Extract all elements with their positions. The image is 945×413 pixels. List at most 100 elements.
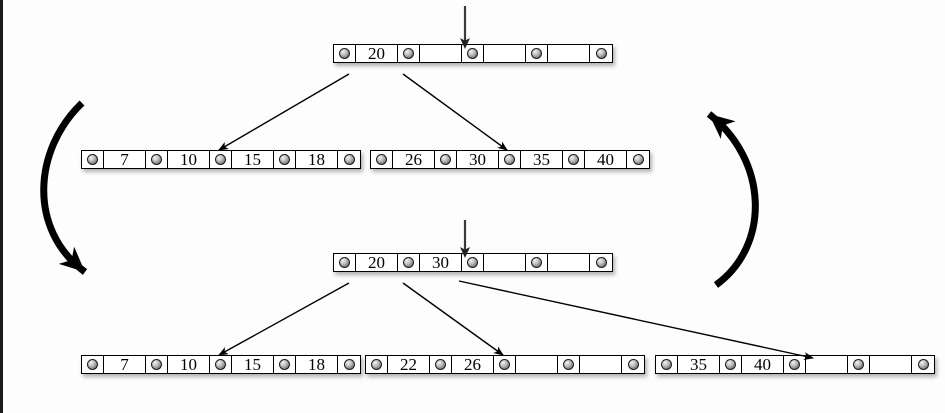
leaf-al-pointer-4[interactable] xyxy=(338,356,360,373)
leaf-al-pointer-3[interactable] xyxy=(274,356,296,373)
leaf-node-after-left[interactable]: 7 10 15 18 xyxy=(81,355,361,374)
root-after-pointer-2-dot-icon xyxy=(467,257,478,268)
leaf-al-key-1[interactable]: 10 xyxy=(168,356,210,373)
leaf-ar-pointer-2[interactable] xyxy=(784,356,806,373)
leaf-bl-key-2[interactable]: 15 xyxy=(232,151,274,168)
root-after-key-0[interactable]: 20 xyxy=(356,254,398,271)
leaf-br-pointer-2[interactable] xyxy=(499,151,521,168)
leaf-bl-pointer-1[interactable] xyxy=(146,151,168,168)
root-before-pointer-0[interactable] xyxy=(334,45,356,62)
leaf-node-before-right[interactable]: 26 30 35 40 xyxy=(370,150,650,169)
leaf-node-before-left[interactable]: 7 10 15 18 xyxy=(81,150,361,169)
leaf-am-key-1-text: 26 xyxy=(464,355,481,374)
leaf-ar-key-1-text: 40 xyxy=(754,355,771,374)
leaf-bl-key-0[interactable]: 7 xyxy=(104,151,146,168)
leaf-br-pointer-2-dot-icon xyxy=(504,154,515,165)
leaf-al-pointer-0[interactable] xyxy=(82,356,104,373)
leaf-bl-key-0-text: 7 xyxy=(120,150,129,169)
edge-root-after-to-right-leaf xyxy=(458,280,814,360)
leaf-br-pointer-3[interactable] xyxy=(563,151,585,168)
root-after-pointer-4-dot-icon xyxy=(595,257,607,268)
leaf-am-pointer-3[interactable] xyxy=(558,356,580,373)
leaf-bl-pointer-0-dot-icon xyxy=(87,154,98,165)
flow-arrow-right-up-stroke xyxy=(706,111,759,288)
root-after-pointer-2[interactable] xyxy=(462,254,484,271)
leaf-br-key-2[interactable]: 35 xyxy=(521,151,563,168)
leaf-ar-key-0-text: 35 xyxy=(690,355,707,374)
leaf-al-key-2[interactable]: 15 xyxy=(232,356,274,373)
leaf-am-pointer-2[interactable] xyxy=(494,356,516,373)
leaf-br-key-1-text: 30 xyxy=(469,150,486,169)
leaf-br-pointer-0[interactable] xyxy=(371,151,393,168)
leaf-bl-pointer-3-dot-icon xyxy=(279,154,290,165)
leaf-al-key-1-text: 10 xyxy=(180,355,197,374)
leaf-br-key-3[interactable]: 40 xyxy=(585,151,627,168)
root-after-key-1[interactable]: 30 xyxy=(420,254,462,271)
flow-arrow-left-down-head-icon xyxy=(58,246,85,272)
leaf-bl-pointer-4[interactable] xyxy=(338,151,360,168)
root-before-pointer-4[interactable] xyxy=(590,45,612,62)
leaf-am-key-0-text: 22 xyxy=(400,355,417,374)
root-node-before[interactable]: 20 xyxy=(333,44,613,63)
leaf-br-pointer-4[interactable] xyxy=(627,151,649,168)
leaf-bl-key-3[interactable]: 18 xyxy=(296,151,338,168)
root-after-pointer-1[interactable] xyxy=(398,254,420,271)
leaf-ar-pointer-4[interactable] xyxy=(912,356,934,373)
leaf-am-pointer-0-dot-icon xyxy=(371,359,382,370)
leaf-br-key-1[interactable]: 30 xyxy=(457,151,499,168)
leaf-ar-pointer-3-dot-icon xyxy=(853,359,864,370)
leaf-ar-key-1[interactable]: 40 xyxy=(742,356,784,373)
leaf-al-pointer-2-dot-icon xyxy=(215,359,226,370)
root-before-pointer-1-dot-icon xyxy=(403,48,414,59)
leaf-bl-pointer-2[interactable] xyxy=(210,151,232,168)
leaf-bl-pointer-3[interactable] xyxy=(274,151,296,168)
edge-root-before-to-right-leaf xyxy=(402,73,508,151)
leaf-br-pointer-1[interactable] xyxy=(435,151,457,168)
root-after-pointer-4[interactable] xyxy=(590,254,612,271)
leaf-am-pointer-3-dot-icon xyxy=(563,359,574,370)
leaf-al-key-0[interactable]: 7 xyxy=(104,356,146,373)
root-before-pointer-2[interactable] xyxy=(462,45,484,62)
leaf-ar-key-2[interactable] xyxy=(806,356,848,373)
root-before-pointer-1[interactable] xyxy=(398,45,420,62)
leaf-al-pointer-2[interactable] xyxy=(210,356,232,373)
leaf-br-pointer-0-dot-icon xyxy=(376,154,387,165)
leaf-ar-key-3[interactable] xyxy=(870,356,912,373)
leaf-al-key-3[interactable]: 18 xyxy=(296,356,338,373)
leaf-ar-pointer-1-dot-icon xyxy=(725,359,736,370)
leaf-al-pointer-1[interactable] xyxy=(146,356,168,373)
leaf-bl-pointer-0[interactable] xyxy=(82,151,104,168)
leaf-ar-pointer-1[interactable] xyxy=(720,356,742,373)
leaf-am-key-1[interactable]: 26 xyxy=(452,356,494,373)
root-after-pointer-0[interactable] xyxy=(334,254,356,271)
leaf-bl-key-1[interactable]: 10 xyxy=(168,151,210,168)
leaf-ar-pointer-2-dot-icon xyxy=(789,359,800,370)
leaf-br-pointer-3-dot-icon xyxy=(568,154,579,165)
leaf-am-key-0[interactable]: 22 xyxy=(388,356,430,373)
flow-arrow-left-down-stroke xyxy=(40,100,88,275)
root-before-key-3[interactable] xyxy=(548,45,590,62)
leaf-am-key-2[interactable] xyxy=(516,356,558,373)
root-before-pointer-3[interactable] xyxy=(526,45,548,62)
leaf-br-key-0[interactable]: 26 xyxy=(393,151,435,168)
leaf-node-after-right[interactable]: 35 40 xyxy=(655,355,935,374)
root-before-key-2[interactable] xyxy=(484,45,526,62)
leaf-ar-pointer-3[interactable] xyxy=(848,356,870,373)
leaf-al-pointer-4-dot-icon xyxy=(343,359,355,370)
leaf-ar-pointer-4-dot-icon xyxy=(917,359,929,370)
leaf-am-pointer-1[interactable] xyxy=(430,356,452,373)
root-before-key-1[interactable] xyxy=(420,45,462,62)
root-after-key-2[interactable] xyxy=(484,254,526,271)
root-after-pointer-3[interactable] xyxy=(526,254,548,271)
leaf-al-key-0-text: 7 xyxy=(120,355,129,374)
leaf-br-key-2-text: 35 xyxy=(533,150,550,169)
leaf-node-after-middle[interactable]: 22 26 xyxy=(365,355,645,374)
root-before-key-0[interactable]: 20 xyxy=(356,45,398,62)
root-after-key-3[interactable] xyxy=(548,254,590,271)
leaf-am-pointer-4[interactable] xyxy=(622,356,644,373)
leaf-ar-pointer-0[interactable] xyxy=(656,356,678,373)
leaf-ar-key-0[interactable]: 35 xyxy=(678,356,720,373)
leaf-am-key-3[interactable] xyxy=(580,356,622,373)
leaf-am-pointer-0[interactable] xyxy=(366,356,388,373)
